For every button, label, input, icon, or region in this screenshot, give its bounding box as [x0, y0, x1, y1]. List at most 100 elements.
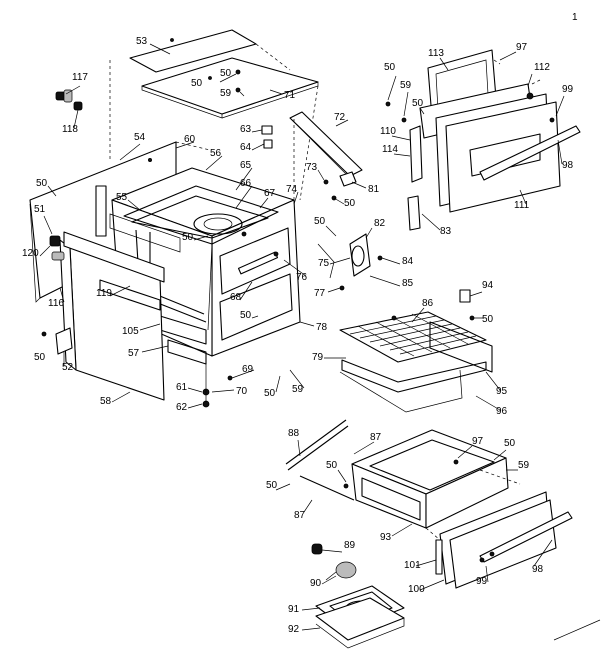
callout-101: 101	[404, 560, 421, 571]
callout-111: 111	[514, 200, 530, 211]
callout-63: 63	[240, 124, 252, 135]
callout-78: 78	[316, 322, 328, 333]
callout-50-drw3: 50	[266, 480, 278, 491]
thermostat-assembly	[317, 233, 383, 291]
callout-67: 67	[264, 188, 276, 199]
margin-mark	[553, 619, 601, 641]
front-panel	[49, 213, 181, 401]
callout-55: 55	[116, 192, 128, 203]
callout-75: 75	[318, 258, 330, 269]
oven-door-assembly	[385, 49, 581, 231]
callout-72: 72	[334, 112, 346, 123]
callout-66: 66	[240, 178, 252, 189]
callout-73: 73	[306, 162, 318, 173]
callout-98-top: 98	[562, 160, 574, 171]
callout-86: 86	[422, 298, 434, 309]
callout-51: 51	[34, 204, 46, 215]
callout-54: 54	[134, 132, 146, 143]
callout-91: 91	[288, 604, 300, 615]
callout-60: 60	[184, 134, 196, 145]
callout-97-top: 97	[516, 42, 528, 53]
callout-96: 96	[496, 406, 508, 417]
callout-50-cav: 50	[182, 232, 194, 243]
oven-rack-assembly	[339, 311, 493, 413]
page-number: 1	[572, 12, 578, 23]
callout-71: 71	[284, 90, 296, 101]
callout-74: 74	[286, 184, 298, 195]
callout-119: 119	[96, 288, 112, 299]
callout-120: 120	[22, 248, 39, 259]
callout-50-drw2: 50	[504, 438, 516, 449]
callout-70: 70	[236, 386, 248, 397]
callout-84: 84	[402, 256, 414, 267]
callout-95: 95	[496, 386, 508, 397]
callout-94: 94	[482, 280, 494, 291]
callout-99-top: 99	[562, 84, 574, 95]
callout-50-top: 50	[191, 78, 203, 89]
callout-53: 53	[136, 36, 148, 47]
callout-113: 113	[428, 48, 444, 59]
callout-50-82: 50	[314, 216, 326, 227]
callout-88: 88	[288, 428, 300, 439]
callout-79: 79	[312, 352, 324, 363]
callout-85: 85	[402, 278, 414, 289]
callout-97-drw: 97	[472, 436, 484, 447]
callout-52: 52	[62, 362, 74, 373]
callout-59-top: 59	[220, 88, 232, 99]
callout-62: 62	[176, 402, 188, 413]
storage-drawer-assembly	[285, 419, 573, 589]
callout-50-mid: 50	[344, 198, 356, 209]
drip-pan-set	[315, 585, 405, 649]
callout-labels: 1 53 50 50 59 71 117 118 54 60 56 65 66 …	[22, 12, 578, 635]
callout-93: 93	[380, 532, 392, 543]
callout-87-bot: 87	[294, 510, 306, 521]
callout-50-bot: 50	[264, 388, 276, 399]
callout-59-door: 59	[400, 80, 412, 91]
callout-99-bot: 99	[476, 576, 488, 587]
callout-87-top: 87	[370, 432, 382, 443]
callout-112: 112	[534, 62, 550, 73]
callout-117: 117	[72, 72, 88, 83]
callout-118: 118	[62, 124, 78, 135]
callout-58: 58	[100, 396, 112, 407]
callout-50-94: 50	[482, 314, 494, 325]
callout-76: 76	[296, 272, 308, 283]
callout-110: 110	[380, 126, 396, 137]
leader-lines	[39, 43, 565, 631]
callout-50-left: 50	[36, 178, 48, 189]
callout-50-68: 50	[240, 310, 252, 321]
callout-50-drw: 50	[326, 460, 338, 471]
callout-77: 77	[314, 288, 326, 299]
callout-64: 64	[240, 142, 252, 153]
callout-56: 56	[210, 148, 222, 159]
callout-116: 116	[48, 298, 64, 309]
callout-98-bot: 98	[532, 564, 544, 575]
callout-61: 61	[176, 382, 188, 393]
callout-57: 57	[128, 348, 140, 359]
callout-89: 89	[344, 540, 356, 551]
callout-90: 90	[310, 578, 322, 589]
callout-100: 100	[408, 584, 425, 595]
callout-59-drw: 59	[518, 460, 530, 471]
knob-parts	[55, 89, 83, 111]
knob-and-bulb	[311, 543, 357, 581]
callout-68: 68	[230, 292, 242, 303]
top-panel-assembly	[109, 29, 319, 201]
right-side-trim	[261, 111, 363, 201]
callout-50-top2: 50	[220, 68, 232, 79]
callout-65: 65	[240, 160, 252, 171]
callout-82: 82	[374, 218, 386, 229]
callout-83: 83	[440, 226, 452, 237]
callout-50-door2: 50	[412, 98, 424, 109]
bracket-52	[41, 327, 73, 355]
callout-81: 81	[368, 184, 380, 195]
callout-105: 105	[122, 326, 139, 337]
callout-69: 69	[242, 364, 254, 375]
bracket-94	[459, 289, 475, 321]
callout-92: 92	[288, 624, 300, 635]
callout-50-door: 50	[384, 62, 396, 73]
callout-59-bot: 59	[292, 384, 304, 395]
callout-114: 114	[382, 144, 398, 155]
callout-50-52: 50	[34, 352, 46, 363]
